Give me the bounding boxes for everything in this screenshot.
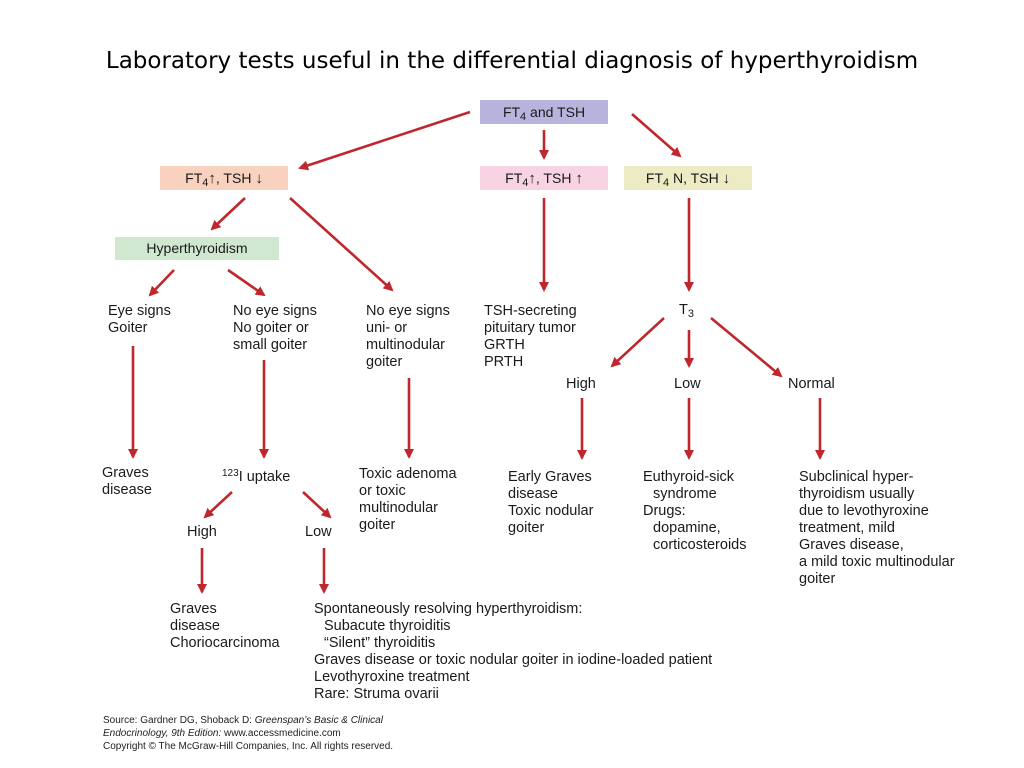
down-arrow-icon: ↓ [255, 170, 263, 187]
up-arrow-icon: ↑ [208, 170, 216, 187]
arrow-top-to-right [631, 113, 682, 158]
arrow-t3-to-high [610, 317, 665, 368]
t3-normal: Normal [788, 376, 835, 392]
t3-high: High [566, 376, 596, 392]
source-citation: Source: Gardner DG, Shoback D: Greenspan… [103, 715, 394, 752]
hyperthyroidism-box: Hyperthyroidism [115, 237, 279, 260]
ft4-normal-tsh-down-box: FT4 N, TSH ↓ [624, 166, 752, 190]
uptake-high: High [187, 524, 217, 540]
arrow-hyper-to-eye [148, 269, 175, 297]
arrow-t3-to-normal [710, 316, 783, 378]
up-arrow-icon: ↑ [528, 170, 536, 187]
ft4-and-tsh-box: FT4 and TSH [480, 100, 608, 124]
down-arrow-icon: ↓ [722, 170, 731, 187]
arrow-left-to-hyper [210, 197, 246, 231]
arrow-hyper-to-noeye [227, 268, 266, 297]
t3-low: Low [674, 376, 701, 392]
arrow-top-to-left [298, 110, 471, 171]
arrow-uptake-to-low [302, 491, 332, 519]
iodine-uptake: 123I uptake [222, 468, 291, 485]
slide-title: Laboratory tests useful in the different… [105, 48, 919, 74]
ft4-up-tsh-up-box: FT4↑, TSH ↑ [480, 166, 608, 190]
ft4-up-tsh-down-box: FT4↑, TSH ↓ [160, 166, 288, 190]
spontaneous-resolving: Spontaneously resolving hyperthyroidism:… [314, 601, 713, 702]
arrow-left-to-nodular [289, 197, 394, 292]
t3-node: T3 [679, 302, 694, 320]
uptake-low: Low [305, 524, 332, 540]
up-arrow-icon: ↑ [575, 170, 583, 187]
arrow-uptake-to-high [203, 491, 233, 519]
